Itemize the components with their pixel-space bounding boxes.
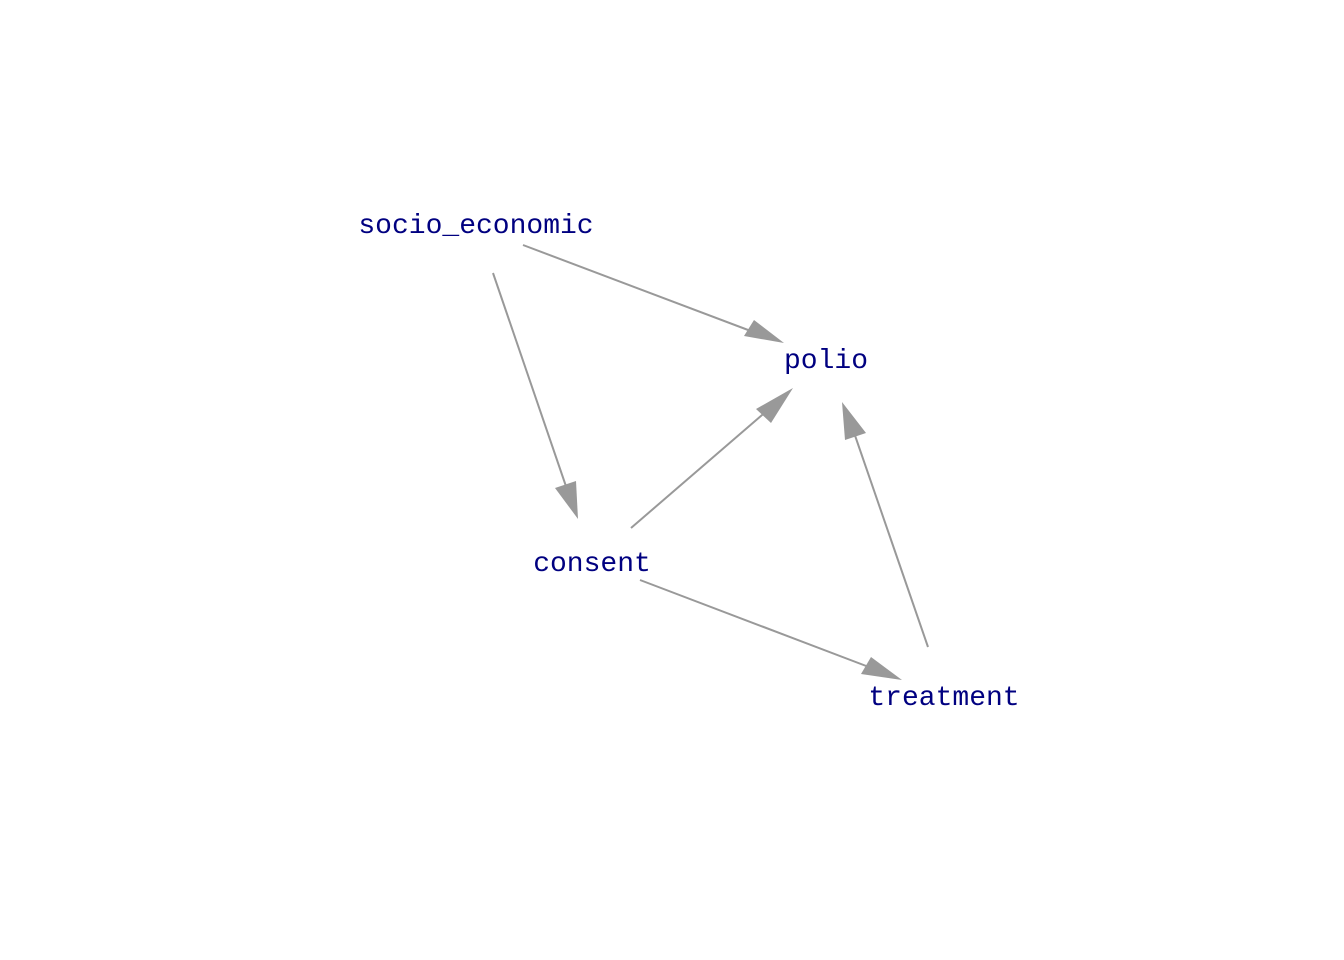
- arrowhead-icon: [756, 388, 793, 423]
- edge-socio-economic-to-polio: [522, 244, 784, 343]
- edge-socio-economic-to-consent: [492, 272, 578, 519]
- node-polio: polio: [784, 346, 868, 377]
- node-socio-economic: socio_economic: [358, 211, 593, 242]
- edges: [492, 244, 929, 680]
- node-consent: consent: [533, 549, 651, 580]
- edge-consent-to-treatment: [639, 579, 902, 680]
- nodes: socio_economic polio consent treatment: [358, 211, 1019, 714]
- arrowhead-icon: [861, 657, 902, 680]
- node-treatment: treatment: [868, 683, 1019, 714]
- edge-consent-to-polio: [630, 388, 793, 529]
- arrowhead-icon: [842, 402, 866, 440]
- edge-treatment-to-polio: [842, 402, 929, 648]
- arrowhead-icon: [555, 481, 578, 519]
- arrowhead-icon: [744, 320, 784, 343]
